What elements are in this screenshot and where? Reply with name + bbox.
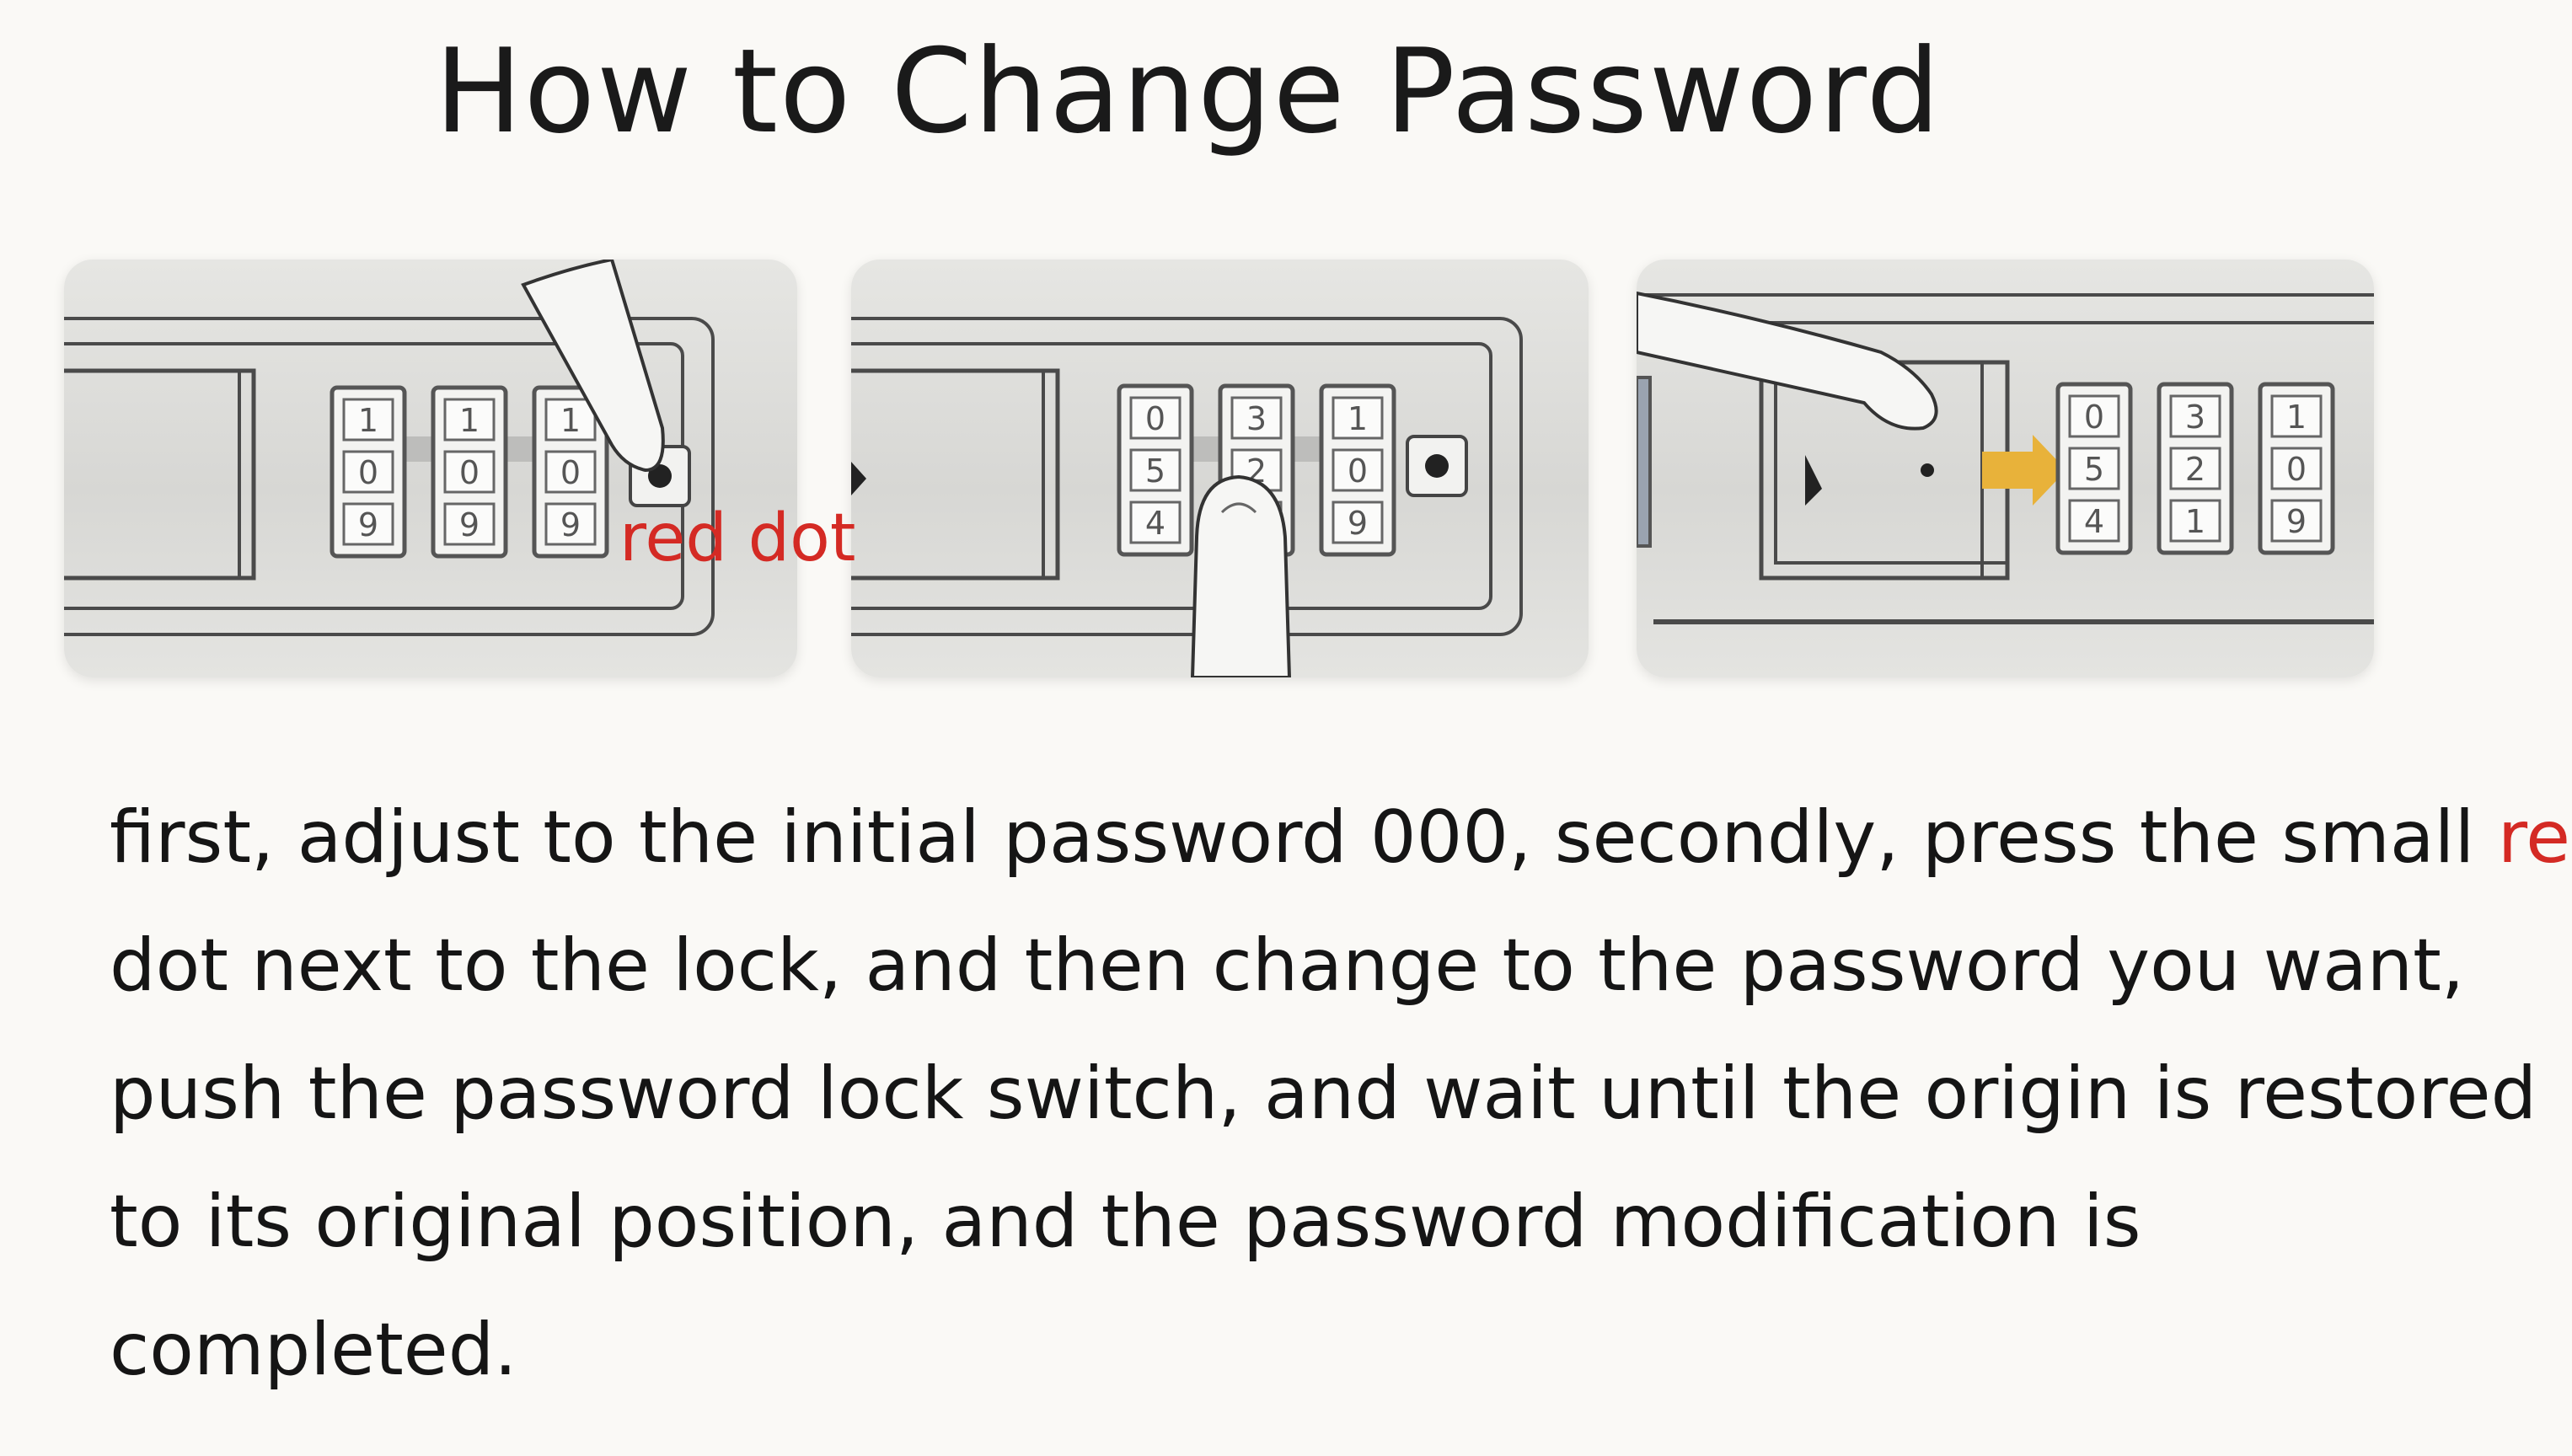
wheel-digit-cell <box>2068 394 2120 438</box>
wheel-digit-cell <box>2169 394 2221 438</box>
wheel-digit-cell <box>1332 500 1384 544</box>
step-3-illustration: 0 5 4 3 2 1 1 0 9 <box>1637 260 2374 677</box>
wheel-digit: 1 <box>1348 400 1368 437</box>
red-word: red <box>2497 795 2572 880</box>
wheel-digit: 0 <box>459 454 480 491</box>
wheel-digit: 0 <box>1145 400 1165 437</box>
wheel-digit: 3 <box>2185 399 2205 436</box>
wheel-digit: 0 <box>560 454 581 491</box>
wheel-digit: 1 <box>560 402 581 439</box>
wheel-digit-cell <box>2270 499 2323 543</box>
finger-pointer <box>1190 474 1292 677</box>
wheel-digit-cell <box>2270 447 2323 490</box>
red-dot-label: red dot <box>619 500 856 576</box>
finger-pointer <box>521 260 665 473</box>
wheel-digit: 3 <box>1246 400 1267 437</box>
wheel-digit: 4 <box>1145 505 1165 542</box>
wheel-digit: 0 <box>1348 452 1368 490</box>
wheel-digit: 9 <box>459 506 480 543</box>
instruction-line-4: to its original position, and the passwo… <box>110 1180 2141 1264</box>
wheel-digit: 9 <box>2286 503 2307 540</box>
red-dot <box>648 464 672 488</box>
wheel-digit-cell <box>342 450 394 494</box>
wheel-digit-cell <box>544 450 597 494</box>
finger-pointer <box>1637 291 1938 431</box>
wheel-digit: 1 <box>358 402 378 439</box>
instruction-line-5: completed. <box>110 1308 517 1392</box>
wheel-digit-cell <box>2068 447 2120 490</box>
wheel-digit-cell <box>443 502 496 546</box>
wheel-digit-cell <box>2169 499 2221 543</box>
push-arrow <box>1982 435 2066 506</box>
wheel-digit-cell <box>2068 499 2120 543</box>
wheel-digit-cell <box>1129 448 1182 492</box>
wheel-digit-cell <box>2270 394 2323 438</box>
lock-diagram-1: 1 0 9 1 0 9 1 0 9 <box>64 260 715 636</box>
wheel-digit: 9 <box>560 506 581 543</box>
instruction-line-2: dot next to the lock, and then change to… <box>110 923 2465 1008</box>
wheel-digit-cell <box>342 398 394 442</box>
wheel-digit: 5 <box>1145 452 1165 490</box>
instruction-line-3: push the password lock switch, and wait … <box>110 1052 2537 1136</box>
wheel-digit: 2 <box>2185 451 2205 488</box>
wheel-digit: 1 <box>2286 399 2307 436</box>
wheel-digit-cell <box>1332 448 1384 492</box>
wheel-digit: 5 <box>2084 451 2104 488</box>
wheel-digit: 9 <box>358 506 378 543</box>
wheel-digit-cell <box>1129 500 1182 544</box>
wheel-digit-cell <box>1129 396 1182 440</box>
step-1-illustration: 1 0 9 1 0 9 1 0 9 <box>64 260 797 677</box>
wheel-digit-cell <box>443 398 496 442</box>
page-title: How to Change Password <box>434 24 1942 159</box>
wheel-digit-cell <box>1332 396 1384 440</box>
wheel-digit-cell <box>2169 447 2221 490</box>
wheel-digit-cell <box>544 502 597 546</box>
instructions-text: first, adjust to the initial password 00… <box>110 774 2572 1414</box>
wheel-digit-cell <box>443 450 496 494</box>
wheel-digit-cell <box>544 398 597 442</box>
instruction-line-1: first, adjust to the initial password 00… <box>110 774 2572 902</box>
wheel-digit: 0 <box>358 454 378 491</box>
wheel-digit: 0 <box>2084 399 2104 436</box>
wheel-digit-cell <box>342 502 394 546</box>
wheel-digit: 0 <box>2286 451 2307 488</box>
wheel-digit-cell <box>1230 396 1283 440</box>
lock-diagram-3: 0 5 4 3 2 1 1 0 9 <box>1637 291 2374 624</box>
wheel-digit: 9 <box>1348 505 1368 542</box>
wheel-digit: 4 <box>2084 503 2104 540</box>
wheel-digit: 1 <box>459 402 480 439</box>
wheel-digit: 1 <box>2185 503 2205 540</box>
